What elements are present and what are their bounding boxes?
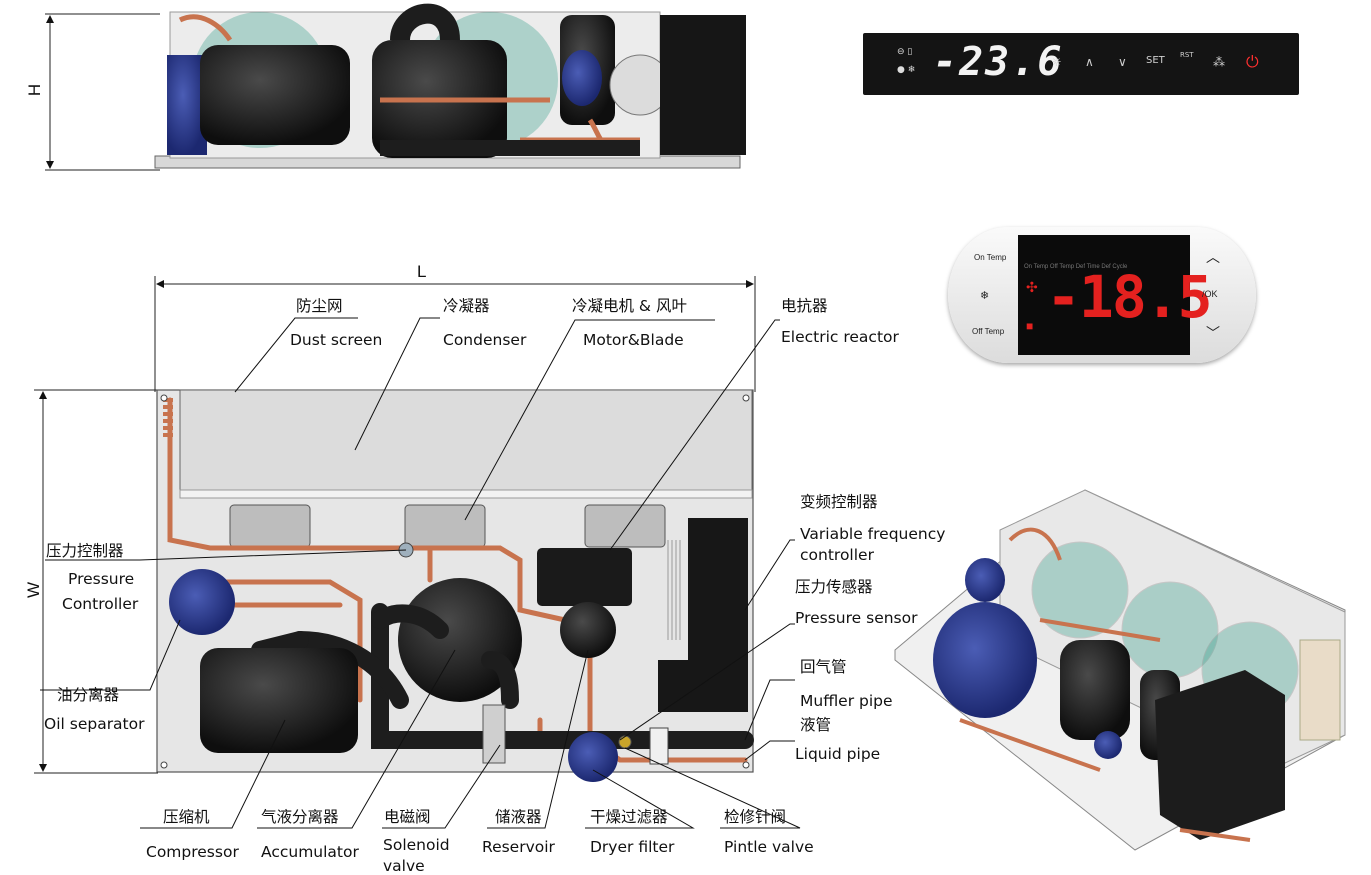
temperature-display: -23.6 (933, 39, 1064, 85)
vf-controller-en-2: controller (800, 546, 874, 564)
electric-reactor-zh: 电抗器 (781, 297, 828, 315)
compressor-en: Compressor (146, 843, 239, 861)
pintle-valve-en: Pintle valve (724, 838, 814, 856)
pintle-valve-zh: 检修针阀 (724, 808, 787, 826)
dust-screen-en: Dust screen (290, 331, 383, 349)
status-icons-2: ● ❄ (897, 65, 916, 75)
condenser-zh: 冷凝器 (443, 297, 490, 315)
fan-icon: ✣ (1026, 279, 1038, 295)
width-dim: W (24, 581, 44, 599)
pressure-controller-en-2: Controller (62, 595, 139, 613)
motor-blade-en: Motor&Blade (583, 331, 684, 349)
length-dim: L (417, 262, 427, 281)
digital-controller-2: On Temp Off Temp Def Time Def Cycle ✣ ■ … (948, 227, 1256, 363)
lock-icon: ■ (1026, 319, 1034, 333)
defrost-icon[interactable]: ⁂ (1213, 55, 1225, 69)
status-icons: ⊖ ▯ (897, 47, 913, 57)
off-temp-button[interactable]: Off Temp (972, 327, 1005, 336)
controller-screen: On Temp Off Temp Def Time Def Cycle ✣ ■ … (1018, 235, 1213, 355)
oil-separator-zh: 油分离器 (57, 686, 120, 704)
down-button[interactable]: ∨ (1118, 55, 1127, 69)
side-view (45, 3, 746, 171)
ok-button[interactable]: /OK (1202, 289, 1218, 299)
plan-view (34, 276, 801, 829)
down-button[interactable]: ﹀ (1206, 325, 1220, 341)
digital-controller-1: ⊖ ▯ ● ❄ -23.6 ☼ ∧ ∨ SET RST ⁂ ⏻ (863, 33, 1299, 95)
set-button[interactable]: SET (1146, 55, 1165, 66)
compressor-zh: 压缩机 (163, 808, 210, 826)
reservoir-zh: 储液器 (495, 808, 542, 826)
defrost-button[interactable]: ❄ (980, 290, 990, 302)
pressure-controller-en-1: Pressure (68, 570, 135, 588)
liquid-pipe-zh: 液管 (800, 716, 832, 734)
on-temp-button[interactable]: On Temp (974, 253, 1007, 262)
light-icon[interactable]: ☼ (1051, 55, 1062, 69)
iso-view (894, 489, 1346, 851)
dryer-filter-en: Dryer filter (590, 838, 675, 856)
temperature-display: -18.5 (1046, 263, 1213, 331)
liquid-pipe-en: Liquid pipe (795, 745, 881, 763)
solenoid-valve-zh: 电磁阀 (384, 808, 431, 826)
up-button[interactable]: ︿ (1206, 249, 1220, 265)
pressure-sensor-en: Pressure sensor (795, 609, 918, 627)
reset-button[interactable]: RST (1180, 51, 1194, 59)
pressure-sensor-zh: 压力传感器 (795, 578, 873, 596)
reservoir-en: Reservoir (482, 838, 555, 856)
solenoid-valve-en-2: valve (383, 857, 425, 875)
electric-reactor-en: Electric reactor (781, 328, 899, 346)
up-button[interactable]: ∧ (1085, 55, 1094, 69)
motor-blade-zh: 冷凝电机 & 风叶 (572, 297, 687, 315)
pressure-controller-zh: 压力控制器 (46, 542, 124, 560)
condenser-en: Condenser (443, 331, 527, 349)
muffler-pipe-en: Muffler pipe (800, 692, 893, 710)
accumulator-zh: 气液分离器 (261, 808, 339, 826)
oil-separator-en: Oil separator (44, 715, 145, 733)
mode-labels: On Temp Off Temp Def Time Def Cycle (1024, 264, 1128, 270)
vf-controller-en-1: Variable frequency (800, 525, 946, 543)
power-icon[interactable]: ⏻ (1246, 52, 1259, 71)
muffler-pipe-zh: 回气管 (800, 658, 847, 676)
solenoid-valve-en-1: Solenoid (383, 836, 450, 854)
height-dim: H (25, 83, 45, 97)
dryer-filter-zh: 干燥过滤器 (590, 808, 668, 826)
accumulator-en: Accumulator (261, 843, 359, 861)
dust-screen-zh: 防尘网 (296, 297, 343, 315)
vf-controller-zh: 变频控制器 (800, 493, 878, 511)
